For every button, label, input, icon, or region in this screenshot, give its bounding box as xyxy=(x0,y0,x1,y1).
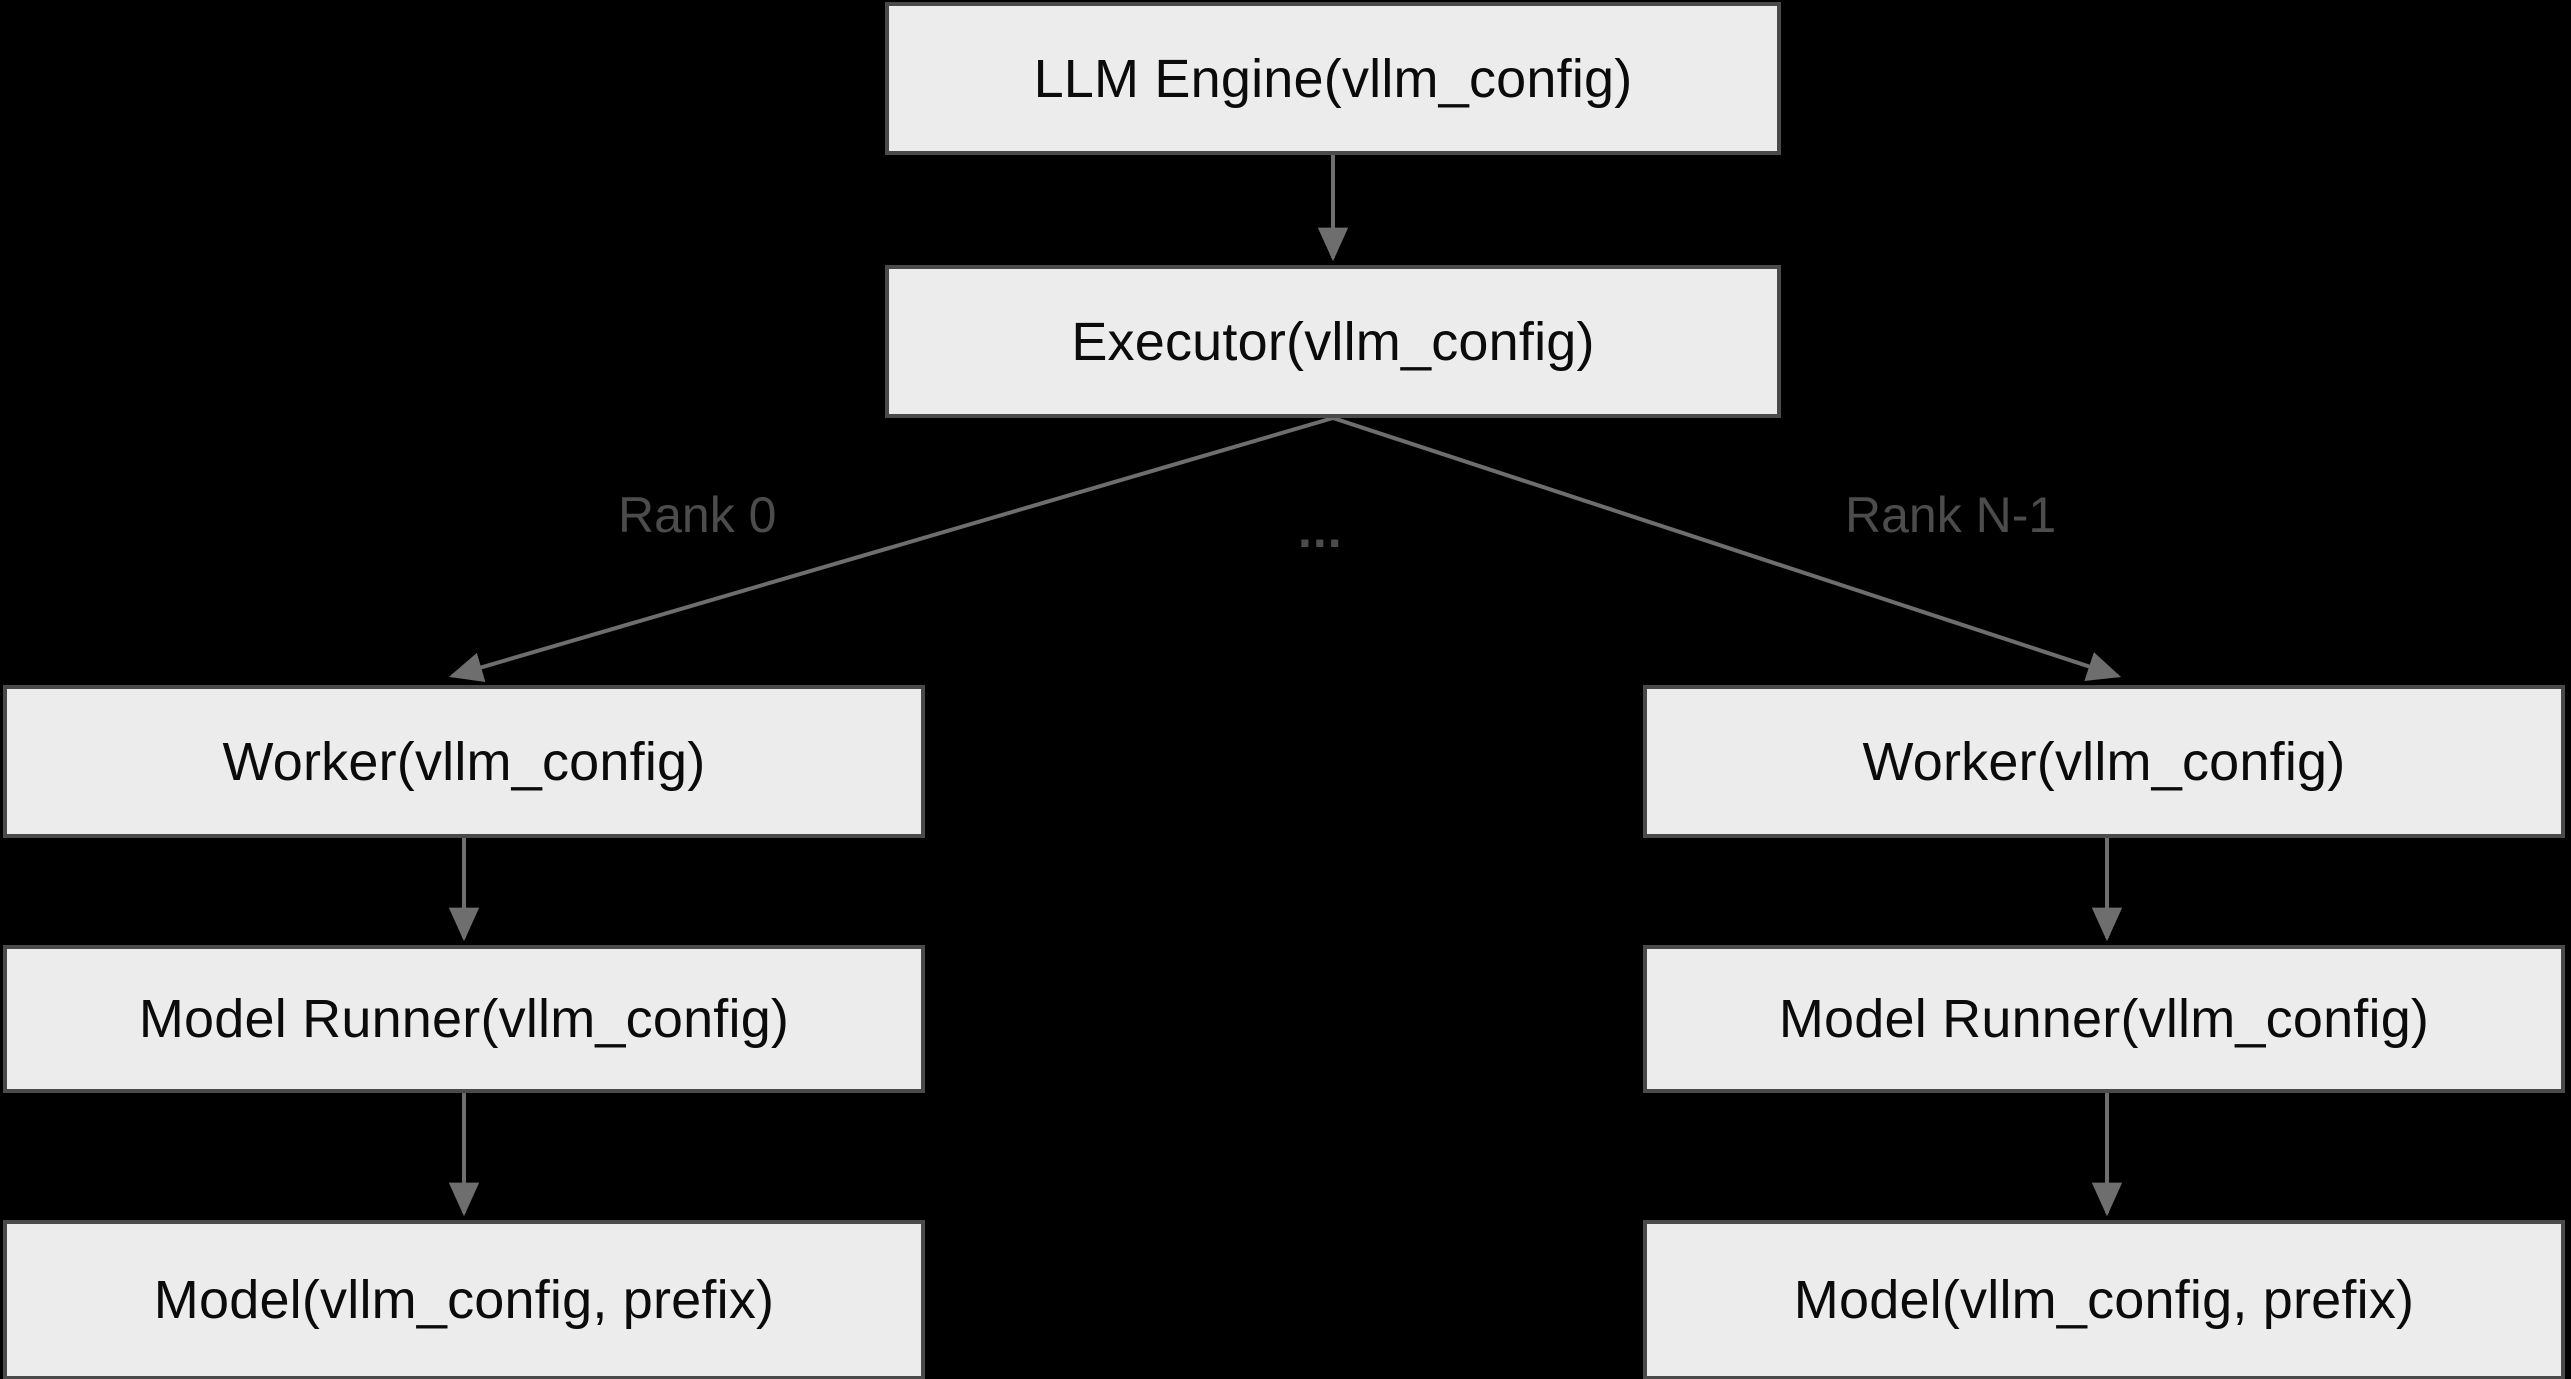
edge-executor-to-worker-0 xyxy=(448,416,1334,683)
node-model-runner-rank-n[interactable]: Model Runner(vllm_config) xyxy=(1643,945,2565,1093)
node-model-rank-0[interactable]: Model(vllm_config, prefix) xyxy=(3,1220,925,1379)
node-worker-rank-n[interactable]: Worker(vllm_config) xyxy=(1643,685,2565,838)
node-llm-engine[interactable]: LLM Engine(vllm_config) xyxy=(885,2,1781,155)
node-worker-rank-0-label: Worker(vllm_config) xyxy=(222,731,706,792)
node-model-rank-0-label: Model(vllm_config, prefix) xyxy=(153,1270,775,1330)
edge-label-ellipsis: ... xyxy=(1298,502,1343,558)
node-executor[interactable]: Executor(vllm_config) xyxy=(885,265,1781,418)
node-model-runner-rank-0-label: Model Runner(vllm_config) xyxy=(138,989,790,1049)
edge-label-rank-0: Rank 0 xyxy=(618,487,777,543)
node-model-rank-n[interactable]: Model(vllm_config, prefix) xyxy=(1643,1220,2565,1379)
node-executor-label: Executor(vllm_config) xyxy=(1071,311,1595,372)
edge-executor-to-worker-n xyxy=(1332,416,2122,681)
node-worker-rank-n-label: Worker(vllm_config) xyxy=(1862,731,2346,792)
node-worker-rank-0[interactable]: Worker(vllm_config) xyxy=(3,685,925,838)
node-model-rank-n-label: Model(vllm_config, prefix) xyxy=(1793,1270,2415,1330)
edge-label-rank-n: Rank N-1 xyxy=(1845,487,2057,543)
node-model-runner-rank-0[interactable]: Model Runner(vllm_config) xyxy=(3,945,925,1093)
node-model-runner-rank-n-label: Model Runner(vllm_config) xyxy=(1778,989,2430,1049)
node-llm-engine-label: LLM Engine(vllm_config) xyxy=(1033,48,1633,109)
